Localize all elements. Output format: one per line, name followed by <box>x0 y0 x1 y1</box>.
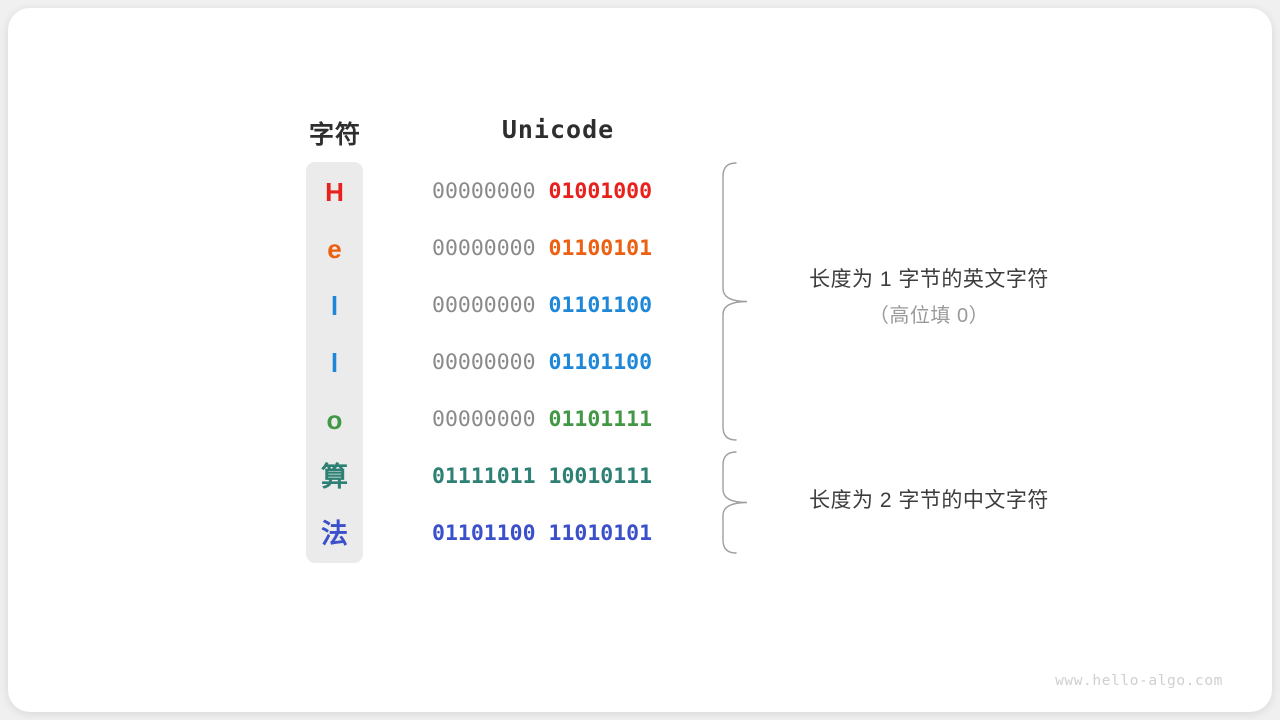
binary-high-byte: 00000000 <box>432 407 536 432</box>
binary-code-row: 00000000 01100101 <box>432 234 684 264</box>
binary-high-byte: 01111011 <box>432 464 536 489</box>
character-cell: 算 <box>321 462 348 492</box>
binary-high-byte: 00000000 <box>432 236 536 261</box>
binary-code-row: 00000000 01101100 <box>432 348 684 378</box>
character-column-panel <box>306 162 363 563</box>
binary-low-byte: 01001000 <box>548 179 653 204</box>
character-cell: l <box>330 348 339 378</box>
curly-brace-icon <box>722 162 748 441</box>
character-cell: e <box>327 234 342 264</box>
watermark-url: www.hello-algo.com <box>1055 673 1223 689</box>
byte-separator <box>536 293 549 318</box>
character-cell: H <box>325 177 344 207</box>
annotation-label: 长度为 1 字节的英文字符 （高位填 0） <box>768 262 1090 334</box>
curly-brace-icon <box>722 451 748 554</box>
annotation-main-text: 长度为 1 字节的英文字符 <box>809 268 1049 291</box>
binary-high-byte: 00000000 <box>432 179 536 204</box>
binary-high-byte: 00000000 <box>432 293 536 318</box>
byte-separator <box>536 236 549 261</box>
binary-high-byte: 01101100 <box>432 521 536 546</box>
binary-code-row: 00000000 01101100 <box>432 291 684 321</box>
binary-code-row: 00000000 01101111 <box>432 405 684 435</box>
binary-code-row: 00000000 01001000 <box>432 177 684 207</box>
character-cell: o <box>326 405 343 435</box>
binary-low-byte: 01101111 <box>548 407 653 432</box>
byte-separator <box>536 350 549 375</box>
diagram-card <box>8 8 1272 712</box>
binary-code-row: 01101100 11010101 <box>432 519 684 549</box>
binary-low-byte: 01101100 <box>548 350 653 375</box>
byte-separator <box>536 407 549 432</box>
byte-separator <box>536 521 549 546</box>
binary-code-row: 01111011 10010111 <box>432 462 684 492</box>
byte-separator <box>536 179 549 204</box>
annotation-label: 长度为 2 字节的中文字符 <box>768 483 1090 519</box>
binary-low-byte: 11010101 <box>548 521 653 546</box>
byte-separator <box>536 464 549 489</box>
binary-low-byte: 01101100 <box>548 293 653 318</box>
column-header-unicode: Unicode <box>501 115 615 144</box>
annotation-sub-text: （高位填 0） <box>868 305 990 327</box>
character-cell: 法 <box>321 519 348 549</box>
binary-low-byte: 01100101 <box>548 236 653 261</box>
column-header-character: 字符 <box>308 121 361 149</box>
binary-low-byte: 10010111 <box>548 464 653 489</box>
annotation-main-text: 长度为 2 字节的中文字符 <box>809 489 1049 512</box>
binary-high-byte: 00000000 <box>432 350 536 375</box>
character-cell: l <box>330 291 339 321</box>
